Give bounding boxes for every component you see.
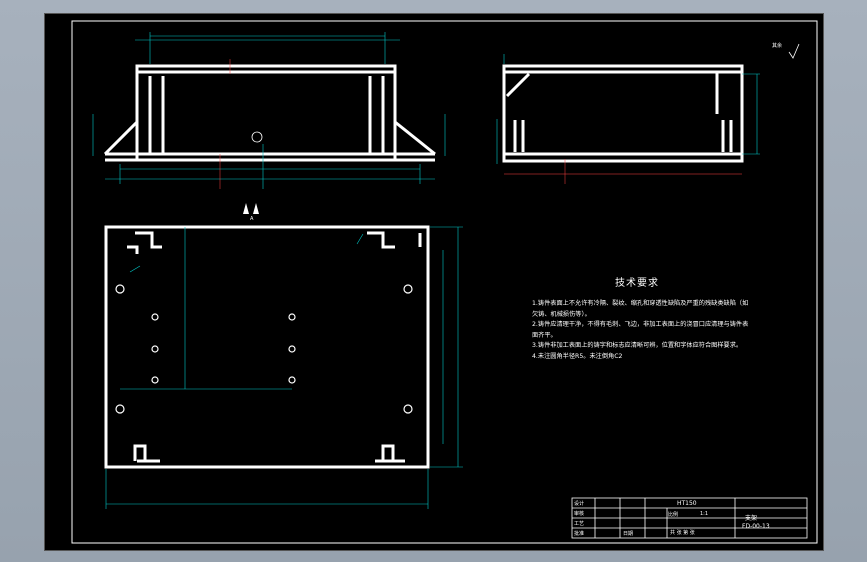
view-arrow-icon [253, 203, 259, 214]
cad-drawing-canvas [71, 20, 818, 544]
side-view [502, 64, 744, 163]
tech-requirements-title: 技术要求 [615, 278, 659, 289]
tech-requirement-item: 3.铸件非加工表面上的铸字和标志应清晰可辨，位置和字体应符合图样要求。 [532, 342, 743, 349]
tech-requirements-list: 1.铸件表面上不允许有冷隔、裂纹、缩孔和穿透性缺陷及严重的残缺类缺陷（如欠铸、机… [532, 299, 752, 362]
roughness-icon [788, 43, 800, 59]
view-label: A [250, 216, 254, 222]
title-block [571, 497, 808, 539]
top-view [104, 225, 430, 469]
scale-value: 1:1 [700, 511, 709, 517]
top-view-dimensions [105, 226, 463, 509]
title-block-row-label: 工艺 [574, 521, 585, 527]
scale-label: 比例 [668, 512, 679, 518]
drawing-frame [71, 20, 818, 544]
datum-symbol-icon [251, 131, 263, 143]
date-label: 日期 [623, 531, 634, 537]
part-name: 支架 [745, 515, 758, 522]
title-block-row-label: 审核 [574, 511, 585, 517]
title-block-row-label: 设计 [574, 501, 585, 507]
drawing-number: FD-00-13 [742, 523, 770, 530]
material-label: HT150 [677, 500, 697, 507]
tech-requirement-item: 4.未注圆角半径R5。未注倒角C2 [532, 352, 623, 360]
front-view-dimensions [92, 32, 446, 189]
side-view-centerlines [504, 159, 742, 184]
top-view-holes [115, 284, 413, 414]
tech-requirement-item: 1.铸件表面上不允许有冷隔、裂纹、缩孔和穿透性缺陷及严重的残缺类缺陷（如欠铸、机… [532, 300, 749, 318]
view-arrow-icon [243, 203, 249, 214]
front-view-centerlines [219, 59, 231, 189]
front-view [103, 64, 436, 162]
surface-roughness-note: 其余 [772, 43, 783, 49]
drawing-sheet: 其余 技术要求 1.铸件表面上不允许有冷隔、裂纹、缩孔和穿透性缺陷及严重的残缺类… [44, 13, 824, 551]
side-view-dimensions [496, 54, 760, 164]
title-block-row-label: 批准 [574, 531, 585, 537]
sheet-info: 共 张 第 张 [670, 530, 695, 536]
tech-requirement-item: 2.铸件应清理干净，不得有毛刺、飞边，非加工表面上的浇冒口应清理与铸件表面齐平。 [532, 321, 749, 339]
